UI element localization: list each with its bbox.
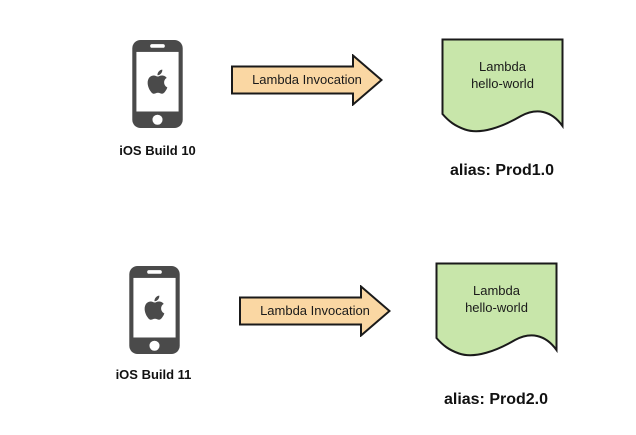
device-label: iOS Build 11 xyxy=(115,367,192,382)
alias-label: alias: Prod2.0 xyxy=(443,391,549,408)
document-label-line2: hello-world xyxy=(465,300,528,315)
apple-logo-icon xyxy=(147,69,168,94)
document-label-line2: hello-world xyxy=(471,76,534,91)
document-label-line1: Lambda xyxy=(479,59,526,74)
apple-logo-icon xyxy=(144,295,165,320)
document-label: Lambda hello-world xyxy=(435,282,558,316)
lambda-document: Lambda hello-world xyxy=(441,38,564,135)
arrow-label: Lambda Invocation xyxy=(252,72,362,87)
lambda-invocation-arrow: Lambda Invocation xyxy=(231,54,383,106)
iphone-icon-svg xyxy=(132,40,183,128)
document-label-line1: Lambda xyxy=(473,283,520,298)
iphone-icon xyxy=(127,264,182,356)
iphone-icon-svg xyxy=(129,266,180,354)
document-label: Lambda hello-world xyxy=(441,58,564,92)
lambda-invocation-arrow: Lambda Invocation xyxy=(239,285,391,337)
device-label: iOS Build 10 xyxy=(119,143,196,158)
lambda-document: Lambda hello-world xyxy=(435,262,558,359)
alias-label: alias: Prod1.0 xyxy=(449,162,555,179)
arrow-label: Lambda Invocation xyxy=(260,303,370,318)
iphone-icon xyxy=(130,38,185,130)
